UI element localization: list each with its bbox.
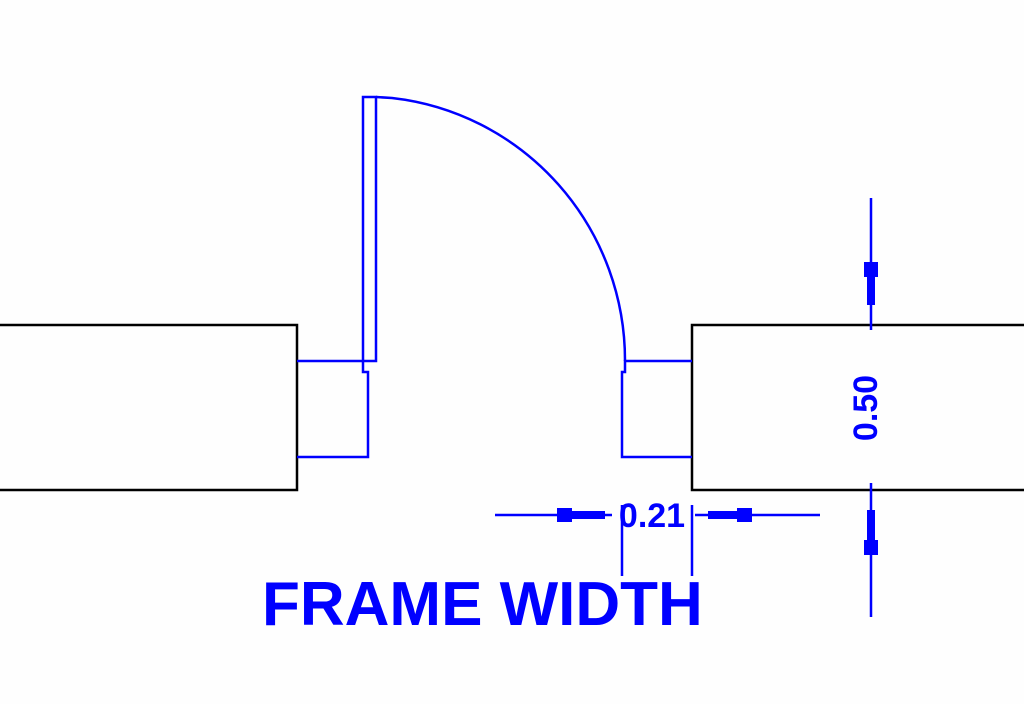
arrow-left-icon bbox=[708, 508, 752, 522]
wall-thickness-value: 0.50 bbox=[847, 375, 885, 441]
door-swing-arc bbox=[375, 95, 627, 362]
door-leaf bbox=[361, 95, 378, 363]
left-door-frame bbox=[297, 359, 370, 459]
arrow-down-icon bbox=[864, 262, 878, 305]
frame-width-value: 0.21 bbox=[619, 497, 685, 535]
diagram-title: FRAME WIDTH bbox=[262, 570, 703, 639]
arrow-right-icon bbox=[557, 508, 605, 522]
right-door-frame bbox=[620, 359, 692, 459]
arrow-up-icon bbox=[864, 510, 878, 555]
left-wall bbox=[0, 323, 299, 492]
right-wall bbox=[690, 323, 1024, 492]
